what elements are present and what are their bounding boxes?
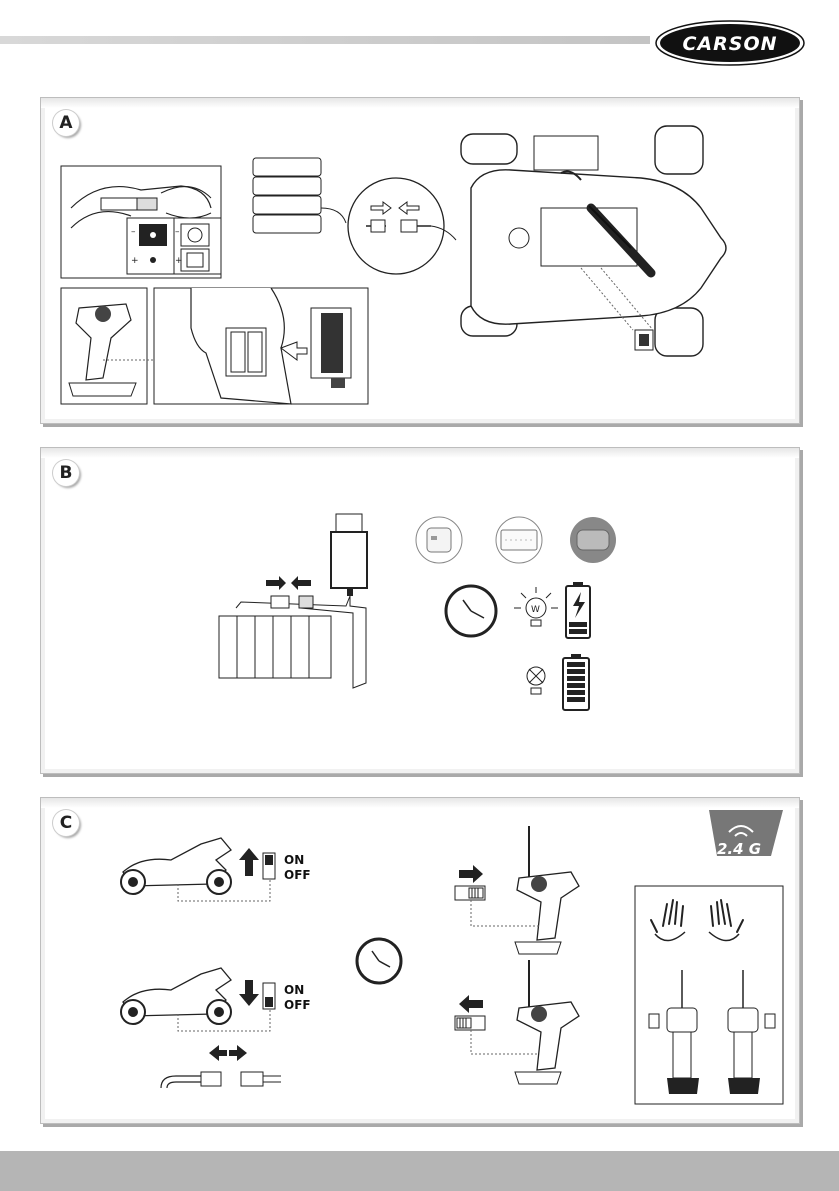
charging-status-icons: W [446,582,590,710]
section-b-illustrations: W [41,448,799,773]
carson-logo-text: CARSON [682,33,777,55]
polarity-plus-right: + [175,256,183,266]
switch-on-label-2: ON [284,983,304,997]
buggy-switch-on-illustration: ON OFF [121,838,311,901]
bulb-letter: W [531,605,540,615]
wait-clock-icon [357,939,401,983]
transmitter-overview-illustration [61,288,159,404]
polarity-plus-left: + [131,256,139,266]
polarity-minus-right: – [175,227,180,237]
buggy-switch-off-illustration: ON OFF [121,968,311,1031]
transmitter-battery-compartment-illustration [154,288,368,404]
carson-logo: CARSON [655,18,805,68]
polarity-minus-left: – [131,227,136,237]
section-b-panel: B [40,447,800,774]
frequency-badge: 2.4 G [709,810,783,858]
power-source-icons [416,517,616,563]
switch-on-label: ON [284,853,304,867]
transmitter-switch-off-illustration [455,960,579,1084]
section-a-panel: A – + – + [40,97,800,424]
section-a-illustrations: – + – + [41,98,799,423]
usb-charger-illustration [219,514,367,688]
buggy-chassis-top-view [461,126,726,356]
transmitter-switch-on-illustration [455,826,579,954]
footer-bar [0,1151,839,1191]
battery-pack-connection-illustration [253,158,456,274]
frequency-badge-label: 2.4 G [717,840,761,858]
section-c-illustrations: 2.4 G ON OFF ON OFF [41,798,799,1123]
disconnect-plug-illustration [161,1045,281,1088]
hand-orientation-illustration [635,886,783,1104]
section-c-panel: C 2.4 G ON OFF [40,797,800,1124]
switch-off-label: OFF [284,868,311,882]
switch-off-label-2: OFF [284,998,311,1012]
header-rule [0,36,650,44]
battery-plug-illustration: – + – + [61,166,221,278]
